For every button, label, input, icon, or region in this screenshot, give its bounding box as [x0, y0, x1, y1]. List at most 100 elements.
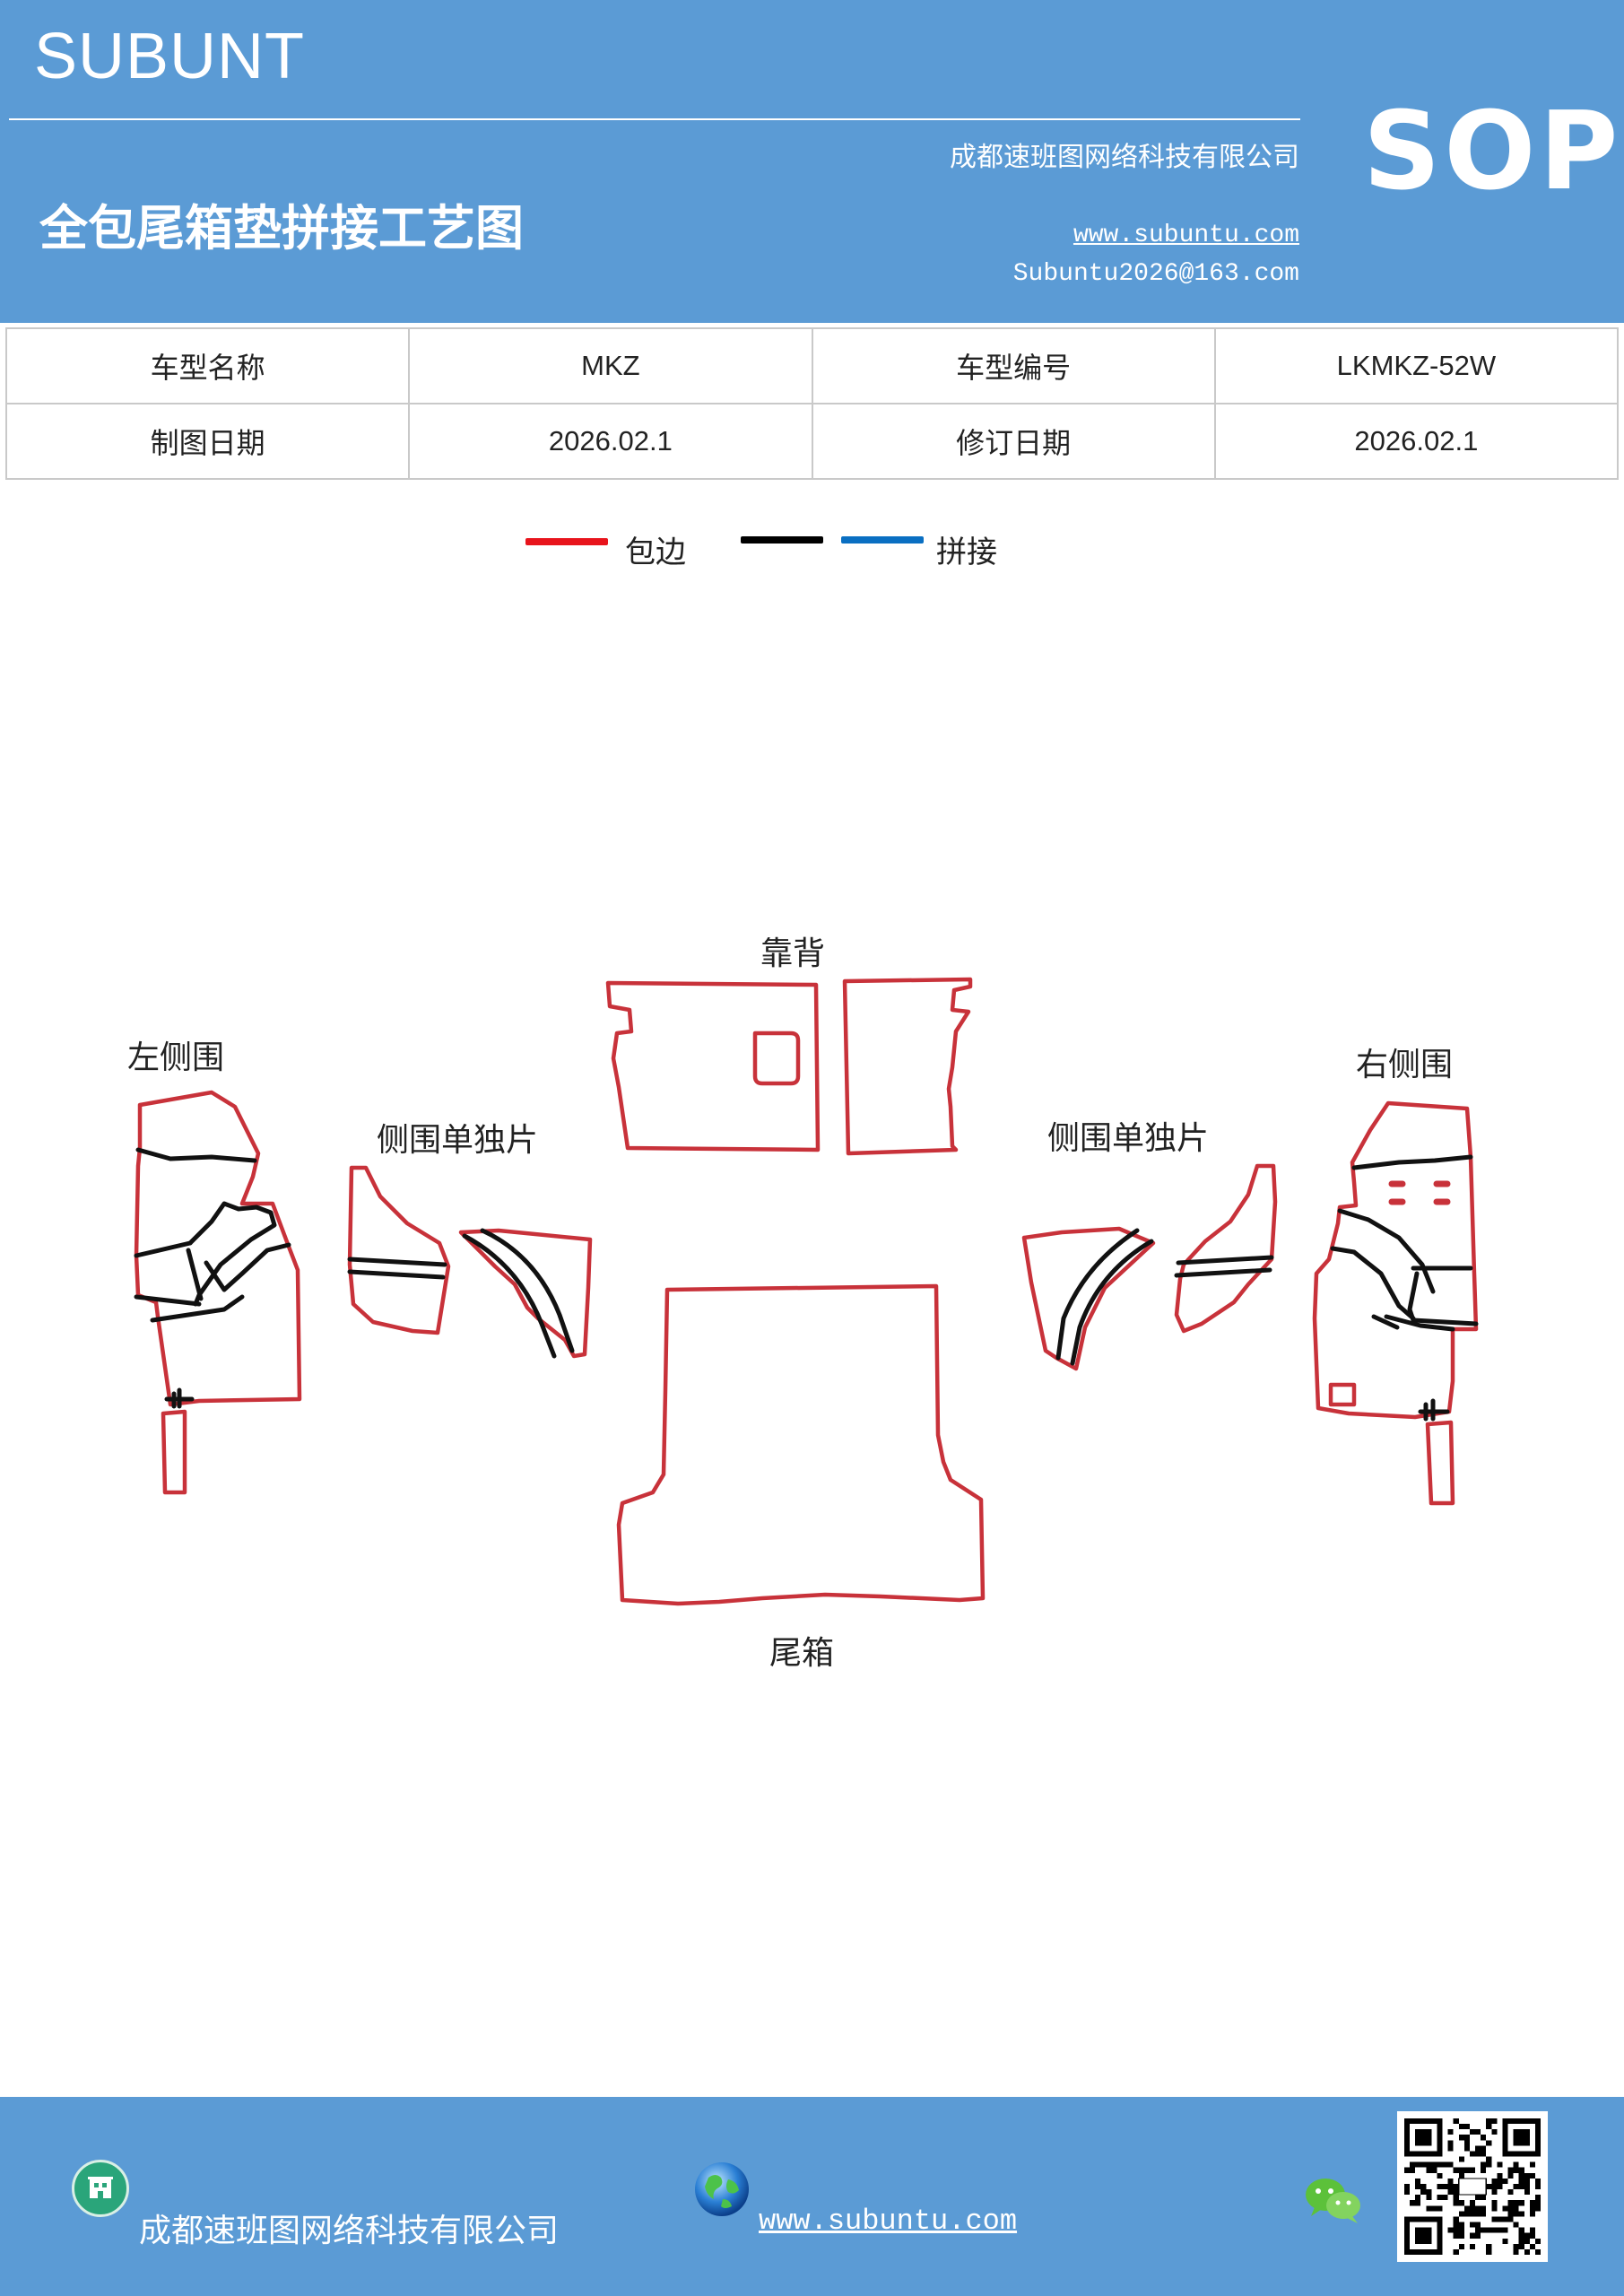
model-code-value: LKMKZ-52W [1213, 327, 1620, 404]
header-website-link[interactable]: www.subuntu.com [1073, 222, 1299, 249]
qr-module [1404, 2167, 1411, 2173]
qr-module [1534, 2183, 1541, 2190]
qr-module [1513, 2167, 1519, 2173]
qr-module [1529, 2227, 1535, 2233]
qr-module [1524, 2232, 1530, 2239]
qr-module [1524, 2178, 1530, 2184]
qr-module [1518, 2178, 1524, 2184]
qr-module [1486, 2140, 1492, 2146]
footer-company: 成都速班图网络科技有限公司 [139, 2213, 560, 2249]
right-seam-3 [1330, 1246, 1416, 1321]
qr-module [1442, 2161, 1448, 2168]
left-seam-6 [204, 1242, 291, 1292]
qr-module [1463, 2124, 1470, 2130]
qr-module [1431, 2167, 1437, 2173]
qr-module [1524, 2248, 1530, 2255]
qr-module [1534, 2238, 1541, 2244]
qr-module [1518, 2232, 1524, 2239]
qr-module [1469, 2211, 1476, 2217]
footer-banner: 成都速班图网络科技有限公司 www.subuntu.com [0, 2097, 1624, 2296]
left-single-piece-lower [458, 1228, 593, 1359]
qr-module [1469, 2205, 1476, 2212]
qr-module [1513, 2205, 1519, 2212]
qr-module [1524, 2172, 1530, 2179]
qr-module [1447, 2145, 1454, 2152]
brand-name: SUBUNT [34, 21, 306, 92]
right-single-piece-lower [1021, 1226, 1156, 1371]
qr-module [1513, 2183, 1519, 2190]
company-building-icon [72, 2160, 129, 2217]
qr-module [1486, 2118, 1492, 2125]
qr-module [1458, 2227, 1464, 2233]
left-single-seam-4 [480, 1228, 575, 1353]
revise-date-value: 2026.02.1 [1213, 403, 1620, 480]
qr-module [1475, 2129, 1481, 2135]
wechat-icon [1302, 2173, 1365, 2227]
qr-module [1486, 2183, 1492, 2190]
qr-module [1463, 2140, 1470, 2146]
qr-module [1524, 2189, 1530, 2196]
trunk-label: 尾箱 [769, 1635, 835, 1672]
right-stop-strip [1425, 1420, 1455, 1506]
left-single-seam-1 [347, 1257, 447, 1267]
draw-date-label: 制图日期 [4, 403, 411, 480]
qr-module [1458, 2222, 1464, 2228]
right-seam-2 [1337, 1208, 1436, 1294]
qr-module [1426, 2195, 1432, 2201]
qr-module [1420, 2183, 1427, 2190]
qr-module [1502, 2216, 1508, 2222]
qr-module [1502, 2227, 1508, 2233]
qr-module [1453, 2216, 1459, 2222]
qr-module [1475, 2227, 1481, 2233]
qr-module [1534, 2178, 1541, 2184]
qr-module [1518, 2167, 1524, 2173]
qr-module [1475, 2222, 1481, 2228]
qr-module [1486, 2227, 1492, 2233]
right-single-seam-1 [1176, 1255, 1274, 1265]
qr-module [1481, 2167, 1487, 2173]
qr-module [1447, 2227, 1454, 2233]
qr-module [1491, 2227, 1498, 2233]
qr-module [1415, 2178, 1421, 2184]
qr-module [1447, 2178, 1454, 2184]
footer-website-link[interactable]: www.subuntu.com [759, 2205, 1018, 2238]
right-single-seam-2 [1174, 1267, 1272, 1278]
left-seam-4 [134, 1294, 202, 1307]
qr-module [1529, 2200, 1535, 2206]
qr-module [1502, 2238, 1508, 2244]
qr-module [1453, 2227, 1459, 2233]
qr-code[interactable] [1397, 2111, 1548, 2262]
qr-module [1458, 2124, 1464, 2130]
qr-module [1442, 2195, 1448, 2201]
qr-module [1491, 2118, 1498, 2125]
qr-module [1491, 2129, 1498, 2135]
qr-module [1442, 2183, 1448, 2190]
backrest-left-panel [605, 980, 821, 1152]
qr-module [1469, 2200, 1476, 2206]
qr-module [1404, 2183, 1411, 2190]
left-seam-5 [186, 1248, 204, 1301]
qr-module [1507, 2167, 1514, 2173]
qr-module [1497, 2161, 1503, 2168]
qr-module [1529, 2243, 1535, 2249]
qr-module [1529, 2211, 1535, 2217]
qr-module [1529, 2205, 1535, 2212]
qr-module [1475, 2232, 1481, 2239]
legend-splice-label: 拼接 [936, 535, 997, 570]
qr-module [1453, 2200, 1459, 2206]
trunk-panel [616, 1283, 986, 1606]
qr-module [1475, 2145, 1481, 2152]
left-seam-7 [150, 1294, 245, 1323]
qr-module [1437, 2195, 1443, 2201]
qr-module [1518, 2227, 1524, 2233]
qr-module [1481, 2227, 1487, 2233]
qr-module [1437, 2172, 1443, 2179]
qr-module [1426, 2161, 1432, 2168]
qr-module [1481, 2211, 1487, 2217]
qr-module [1481, 2151, 1487, 2157]
left-single-seam-2 [347, 1269, 446, 1280]
qr-module [1447, 2183, 1454, 2190]
qr-module [1431, 2205, 1437, 2212]
backrest-label: 靠背 [760, 935, 826, 972]
qr-module [1453, 2232, 1459, 2239]
